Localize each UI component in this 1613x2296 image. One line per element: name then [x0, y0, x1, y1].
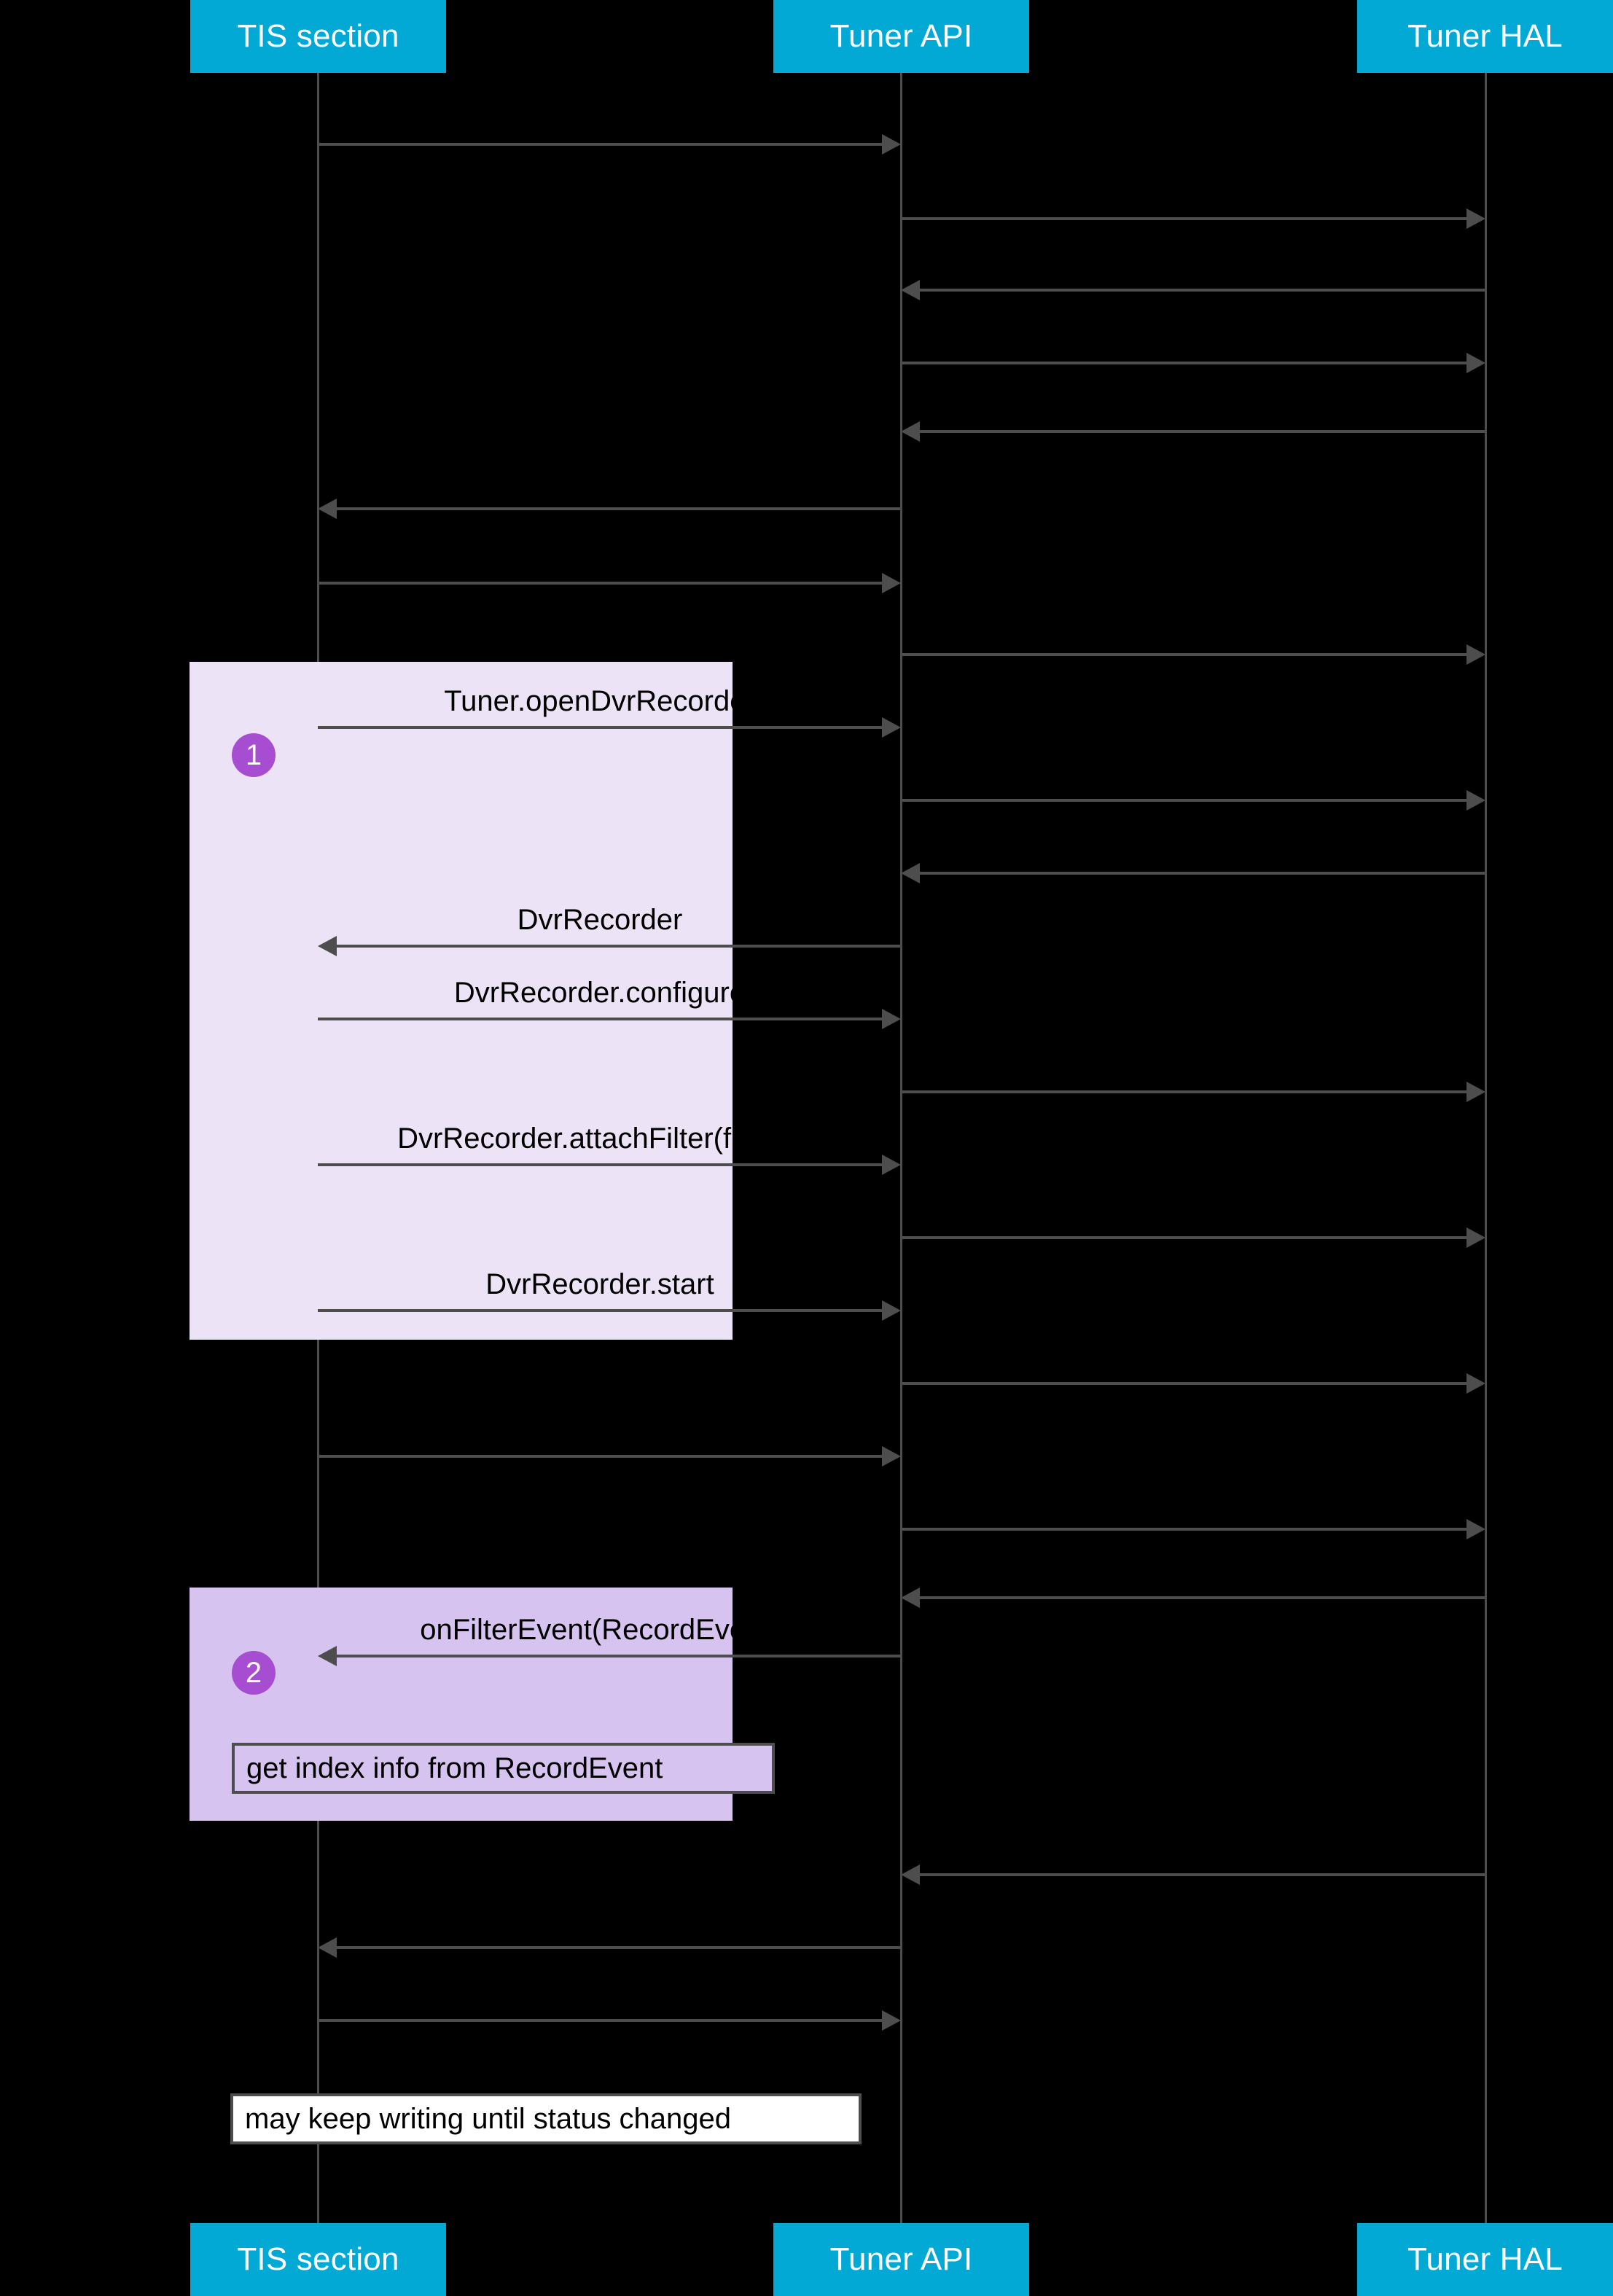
message-line-m1: [318, 143, 882, 146]
arrowhead-m13: [882, 1009, 901, 1029]
arrowhead-m3: [901, 280, 920, 300]
message-line-m24: [337, 1946, 901, 1949]
participant-header-hal[interactable]: Tuner HAL: [1357, 0, 1613, 73]
message-label-m12: DvrRecorder: [517, 904, 683, 936]
participant-footer-api[interactable]: Tuner API: [773, 2223, 1029, 2296]
participant-footer-hal[interactable]: Tuner HAL: [1357, 2223, 1613, 2296]
arrowhead-m24: [318, 1937, 337, 1958]
arrowhead-m19: [882, 1446, 901, 1467]
message-line-m11: [920, 872, 1485, 875]
message-line-m19: [318, 1455, 882, 1458]
note-get-index-info: get index info from RecordEvent: [232, 1743, 775, 1794]
arrowhead-m22: [318, 1646, 337, 1666]
arrowhead-m4: [1466, 353, 1485, 373]
fragment-1-badge: 1: [232, 733, 276, 777]
arrowhead-m17: [882, 1300, 901, 1321]
arrowhead-m7: [882, 573, 901, 593]
arrowhead-m16: [1466, 1227, 1485, 1248]
message-label-m15: DvrRecorder.attachFilter(filters): [397, 1122, 802, 1155]
message-line-m18: [901, 1382, 1466, 1385]
fragment-2-badge: 2: [232, 1651, 276, 1695]
arrowhead-m12: [318, 936, 337, 956]
lifeline-hal: [1485, 73, 1487, 2223]
message-line-m17: [318, 1309, 882, 1312]
participant-header-tis[interactable]: TIS section: [190, 0, 446, 73]
arrowhead-m25: [882, 2010, 901, 2031]
arrowhead-m21: [901, 1588, 920, 1608]
message-label-m9: Tuner.openDvrRecorder: [444, 685, 756, 717]
message-line-m4: [901, 362, 1466, 364]
arrowhead-m10: [1466, 790, 1485, 811]
message-line-m5: [920, 430, 1485, 433]
message-label-m22: onFilterEvent(RecordEvent): [420, 1614, 780, 1646]
message-line-m13: [318, 1018, 882, 1020]
arrowhead-m15: [882, 1155, 901, 1175]
arrowhead-m20: [1466, 1519, 1485, 1539]
message-line-m20: [901, 1528, 1466, 1531]
message-line-m16: [901, 1236, 1466, 1239]
arrowhead-m2: [1466, 208, 1485, 229]
arrowhead-m1: [882, 134, 901, 155]
participant-footer-tis[interactable]: TIS section: [190, 2223, 446, 2296]
participant-header-api[interactable]: Tuner API: [773, 0, 1029, 73]
arrowhead-m14: [1466, 1082, 1485, 1102]
message-line-m3: [920, 289, 1485, 292]
message-line-m9: [318, 726, 882, 729]
fragment-1: [190, 662, 733, 1340]
arrowhead-m5: [901, 421, 920, 442]
arrowhead-m11: [901, 863, 920, 883]
message-line-m23: [920, 1873, 1485, 1876]
arrowhead-m18: [1466, 1373, 1485, 1394]
message-label-m17: DvrRecorder.start: [485, 1268, 714, 1300]
message-line-m22: [337, 1655, 901, 1657]
arrowhead-m6: [318, 499, 337, 519]
message-line-m6: [337, 507, 901, 510]
message-line-m7: [318, 582, 882, 585]
arrowhead-m9: [882, 717, 901, 738]
arrowhead-m8: [1466, 644, 1485, 665]
lifeline-api: [900, 73, 902, 2223]
message-label-m13: DvrRecorder.configure: [453, 977, 746, 1009]
message-line-m10: [901, 799, 1466, 802]
message-line-m21: [920, 1596, 1485, 1599]
message-line-m2: [901, 217, 1466, 220]
message-line-m12: [337, 945, 901, 948]
arrowhead-m23: [901, 1864, 920, 1885]
note-keep-writing: may keep writing until status changed: [230, 2093, 862, 2144]
message-line-m14: [901, 1090, 1466, 1093]
message-line-m25: [318, 2019, 882, 2022]
message-line-m15: [318, 1163, 882, 1166]
message-line-m8: [901, 653, 1466, 656]
